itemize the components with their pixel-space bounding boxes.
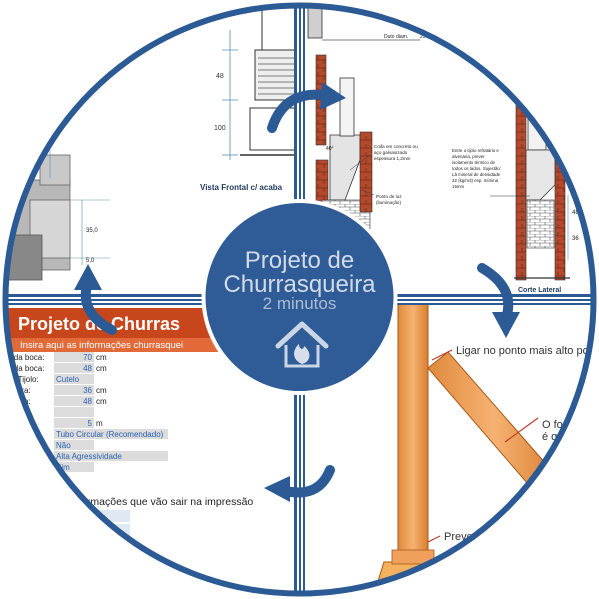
sheet-row-label: o do Tijolo: [0, 375, 39, 384]
center-title-line1: Projeto de [245, 247, 354, 274]
sheet-row-value[interactable]: Tubo Circular (Recomendado) [56, 430, 164, 439]
sheet-cell-bg [54, 407, 94, 417]
sheet-row-label: Camara: [0, 386, 31, 395]
sheet-row-label: aminé: [0, 408, 24, 417]
center-subtitle: 2 minutos [263, 294, 337, 313]
dimension-100: 100 [214, 125, 226, 132]
sheet-row-value[interactable]: Alta Agressividade [56, 452, 122, 461]
sheet-cell-bg [54, 396, 94, 406]
center-badge: Projeto de Churrasqueira 2 minutos [201, 199, 398, 395]
arrow-top-icon [267, 82, 346, 133]
sheet-subtitle: Insira aqui as informações churrasquei [20, 340, 183, 351]
lateral-section-caption: Corte Lateral [518, 287, 561, 294]
insulation-note-5: Lã mineral de densidade [452, 172, 501, 177]
duct-label: Duto diam. [384, 34, 408, 40]
dimension-48-lateral: 48 [572, 210, 579, 216]
sheet-row-label: aminé: [0, 430, 24, 439]
dimension-35: 35,0 [86, 228, 98, 234]
sheet-row-label: ura da boca: [0, 364, 44, 373]
sheet-cell-bg [54, 418, 94, 428]
sheet-row-unit: m [96, 419, 103, 428]
insulation-note-3: isolamento térmico de [452, 160, 496, 165]
hood-angle: 40° [326, 146, 334, 152]
insulation-note-4: todos os lados. Sujestão: [452, 166, 501, 171]
sheet-row-unit: cm [96, 386, 107, 395]
side-3d-view: 35,0 5,0 [4, 150, 110, 281]
sheet-row-value[interactable]: 5 [88, 419, 93, 428]
arrow-right-icon [477, 263, 520, 338]
vertical-chimney-pipe [397, 300, 429, 563]
insulation-note-1: Entre o tijolo refratário e [452, 148, 499, 153]
sheet-row-value[interactable]: Não [56, 441, 71, 450]
duct-value: 25 [420, 34, 426, 40]
sheet-cell-bg [54, 451, 168, 461]
sheet-cell-bg [54, 385, 94, 395]
arrow-left-icon [74, 264, 117, 335]
sheet-section2-title: informações que vão sair na impressão [70, 496, 253, 508]
sheet-row-value[interactable]: Cutelo [56, 375, 80, 384]
sheet-cell-bg [54, 352, 94, 362]
front-view-caption: Vista Frontal c/ acaba [200, 183, 283, 192]
light-note-2: (iluminação) [376, 200, 401, 205]
insulation-note-7: 15mm [452, 184, 465, 189]
sheet-cell-bg [54, 363, 94, 373]
sheet-row-label: aminé: [0, 419, 24, 428]
hood-note-2: aço galvanizado [374, 150, 408, 155]
sheet-row-value[interactable]: 36 [83, 386, 92, 395]
sheet-row-value[interactable]: Sim [56, 463, 70, 472]
sheet-row-unit: cm [96, 353, 107, 362]
flow-arrows [74, 82, 520, 502]
sheet-cell-bg [54, 374, 94, 384]
dimension-48: 48 [216, 73, 224, 80]
sheet-row-value[interactable]: 48 [83, 397, 92, 406]
hood-note-3: espessura 1,2mm [374, 156, 411, 161]
sheet-bottom-unit: m [136, 579, 143, 588]
sheet-cell-bg [54, 440, 94, 450]
sheet-cell-bg [54, 429, 168, 439]
dimension-5a: 5,0 [86, 258, 95, 264]
sheet-row-label: eira: [0, 441, 16, 450]
sheet-cell-bg [54, 462, 94, 472]
center-title-line2: Churrasqueira [223, 271, 376, 298]
sheet-row-label: de: [0, 452, 11, 461]
insulation-note-2: alvenaria, prever [452, 154, 485, 159]
sheet-row-label: a: [0, 463, 7, 472]
connect-highest-label: Ligar no ponto mais alto poss [456, 345, 599, 357]
insulation-note-6: 32 (kg/m3) esp. mínima [452, 178, 499, 183]
home-fire-icon [275, 321, 329, 368]
dimension-36: 36 [572, 236, 579, 242]
light-note-1: Ponto de luz [376, 194, 402, 199]
sheet-row-value[interactable]: 70 [83, 353, 92, 362]
arrow-bottom-icon [264, 465, 335, 502]
sheet-row-label: ura da boca: [0, 353, 44, 362]
sheet-row-unit: cm [96, 397, 107, 406]
hood-note-1: Coifa em concreto ou [374, 144, 418, 149]
sheet-row-value[interactable]: 48 [83, 364, 92, 373]
sheet-row-unit: cm [96, 364, 107, 373]
